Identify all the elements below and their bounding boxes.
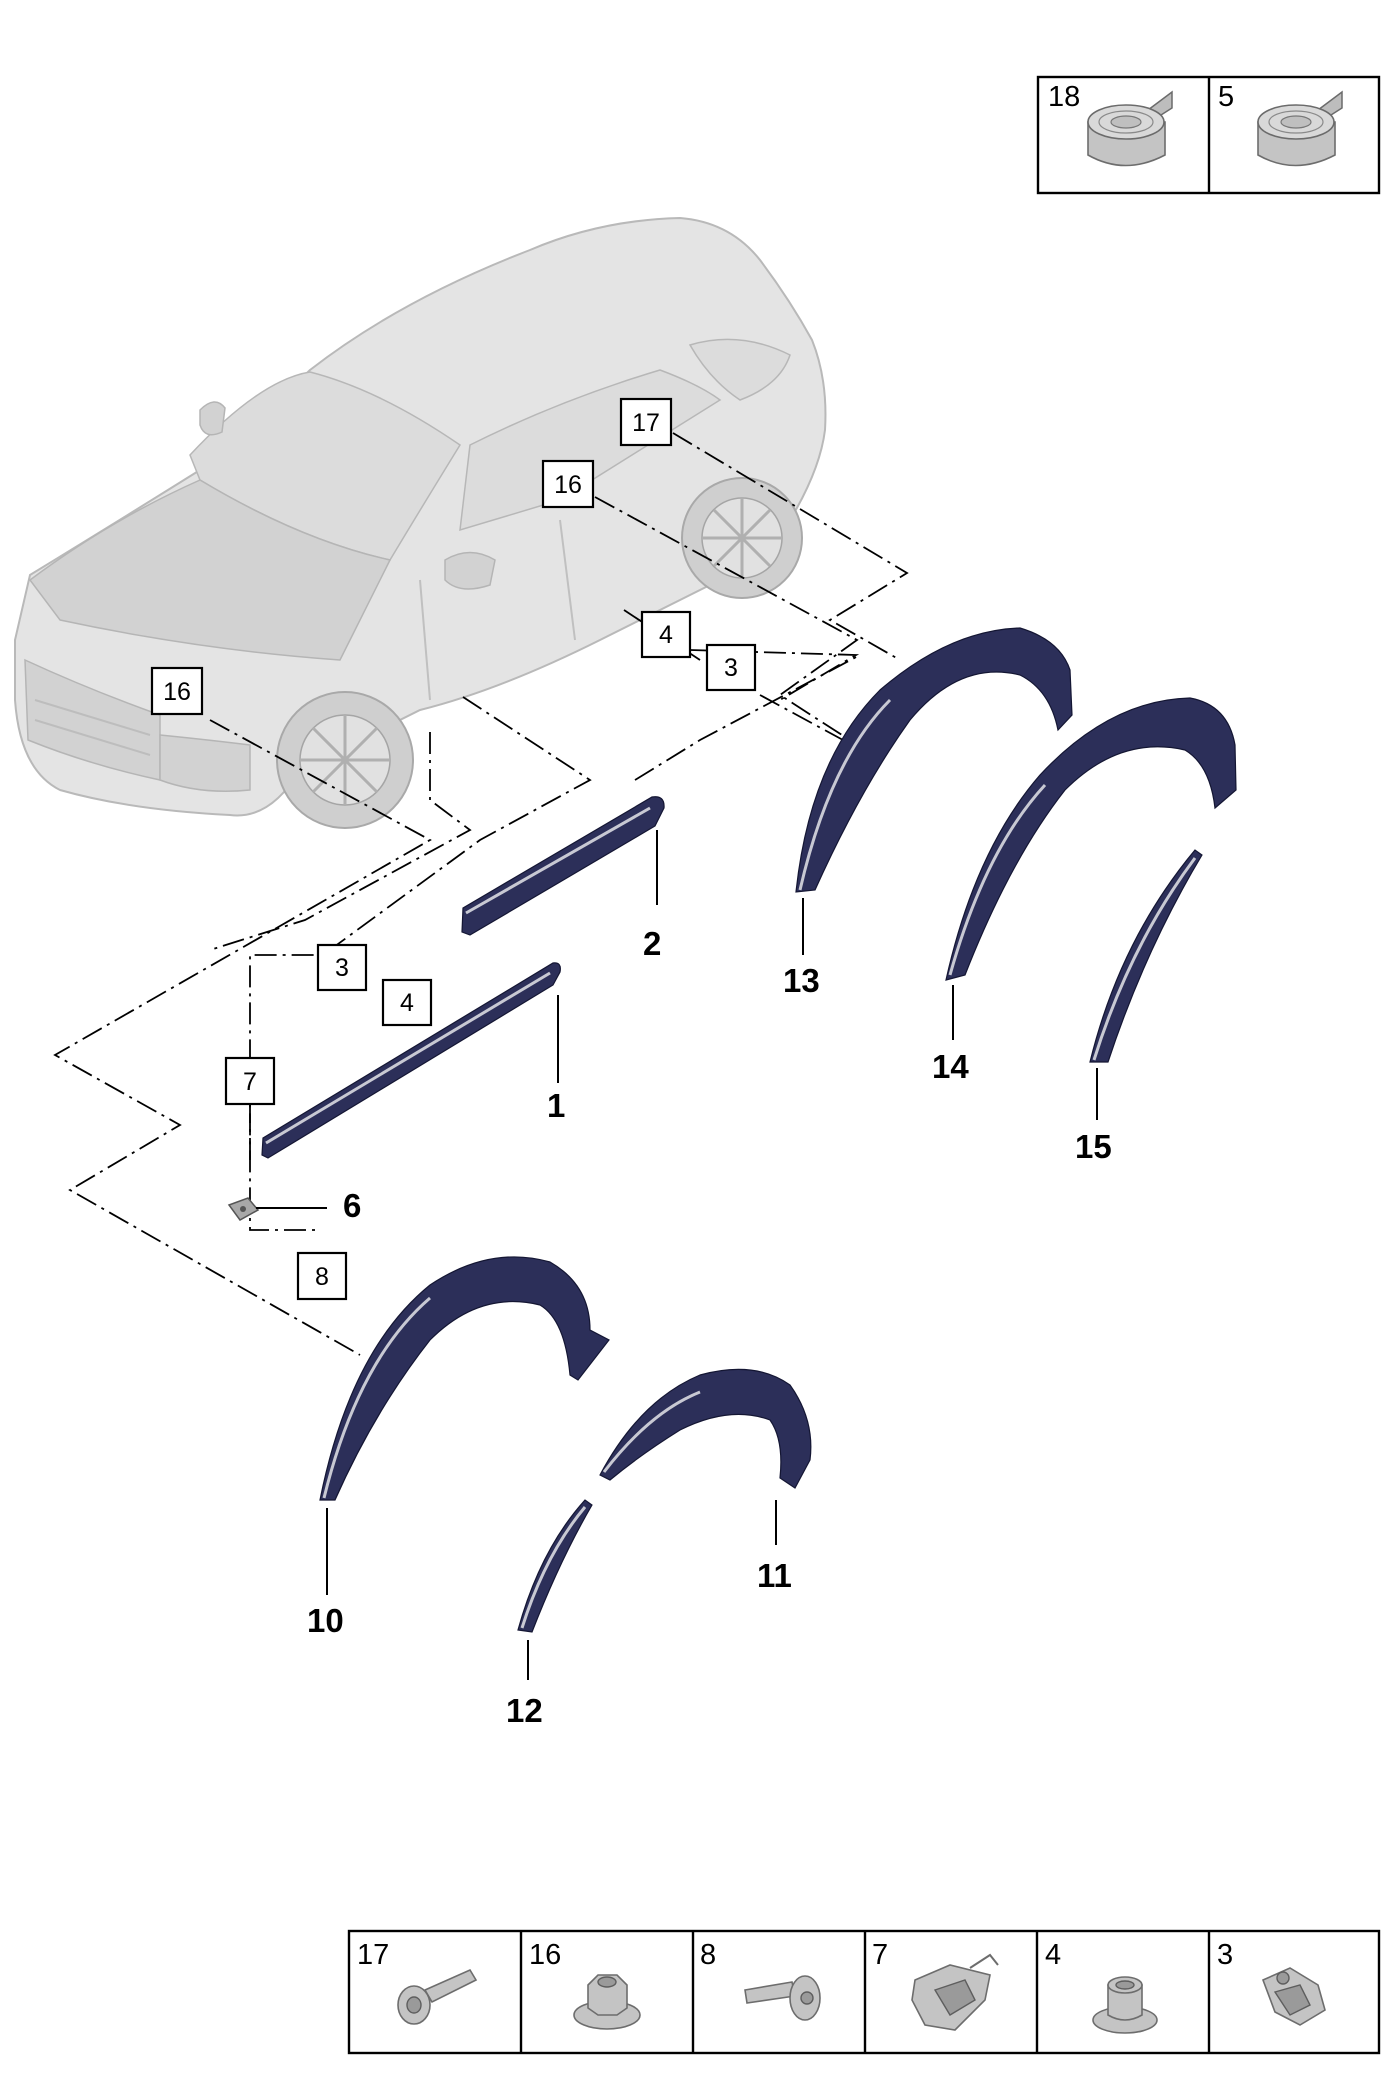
callout-part-2: 2 — [643, 925, 661, 962]
ref-box-16-rear[interactable]: 16 — [541, 459, 595, 509]
svg-text:4: 4 — [400, 989, 414, 1017]
ref-box-4-upper[interactable]: 4 — [640, 610, 692, 659]
svg-text:3: 3 — [335, 954, 349, 982]
callout-labels: 2 1 6 13 14 15 10 11 12 — [307, 925, 1112, 1729]
expanding-rivet-icon — [1261, 1967, 1326, 2026]
adhesive-tape-roll-icon — [1087, 90, 1173, 167]
ref-box-17[interactable]: 17 — [619, 397, 673, 447]
callout-part-10: 10 — [307, 1602, 344, 1639]
callout-part-15: 15 — [1075, 1128, 1112, 1165]
vehicle-illustration — [14, 216, 827, 829]
adhesive-tape-roll-icon — [1257, 90, 1343, 167]
spreader-sleeve-icon — [1092, 1976, 1158, 2034]
part-13-wheel-arch-trim-rear-left[interactable] — [795, 627, 1073, 893]
svg-text:7: 7 — [243, 1068, 257, 1096]
callout-part-12: 12 — [506, 1692, 543, 1729]
ref-box-3-upper[interactable]: 3 — [705, 643, 757, 692]
top-tray: 18 5 — [1036, 75, 1381, 195]
svg-text:8: 8 — [315, 1263, 329, 1291]
ref-box-16-front[interactable]: 16 — [150, 666, 204, 716]
tray-cell-8[interactable]: 8 — [700, 1939, 821, 2021]
tray-cell-7[interactable]: 7 — [872, 1939, 999, 2031]
tray-number: 5 — [1218, 81, 1234, 113]
ref-box-7[interactable]: 7 — [224, 1056, 276, 1106]
svg-text:4: 4 — [659, 621, 673, 649]
tray-cell-3[interactable]: 3 — [1217, 1939, 1326, 2026]
svg-text:17: 17 — [632, 409, 660, 437]
svg-text:17: 17 — [357, 1939, 389, 1971]
part-15-wheel-arch-extension[interactable] — [1089, 849, 1203, 1063]
part-1-door-sill-trim-lower[interactable] — [261, 962, 561, 1159]
tray-cell-18[interactable]: 18 — [1048, 81, 1173, 167]
leader-lines — [256, 830, 1098, 1680]
svg-text:16: 16 — [529, 1939, 561, 1971]
part-14-wheel-arch-trim-front-left[interactable] — [945, 697, 1237, 981]
flange-nut-icon — [573, 1974, 641, 2030]
part-2-door-sill-trim-upper[interactable] — [461, 796, 665, 936]
svg-text:16: 16 — [163, 678, 191, 706]
callout-part-13: 13 — [783, 962, 820, 999]
ref-box-8[interactable]: 8 — [296, 1251, 348, 1301]
tray-cell-17[interactable]: 17 — [357, 1939, 478, 2025]
part-11-wheel-arch-trim-rear-right[interactable] — [599, 1368, 812, 1489]
clip-nut-icon — [911, 1953, 999, 2031]
callout-part-6: 6 — [343, 1187, 361, 1224]
bolt-icon — [397, 1968, 478, 2025]
svg-text:4: 4 — [1045, 1939, 1061, 1971]
callout-part-11: 11 — [757, 1557, 792, 1594]
bottom-tray: 17 16 8 7 — [347, 1929, 1381, 2055]
ref-box-4-lower[interactable]: 4 — [381, 978, 433, 1027]
boxed-references: 17 16 16 4 3 3 4 7 — [150, 397, 757, 1301]
tray-cell-16[interactable]: 16 — [529, 1939, 641, 2030]
callout-part-14: 14 — [932, 1048, 969, 1085]
ref-box-3-lower[interactable]: 3 — [316, 943, 368, 992]
callout-part-1: 1 — [547, 1087, 565, 1124]
svg-text:16: 16 — [554, 471, 582, 499]
svg-text:3: 3 — [724, 654, 738, 682]
part-6-clip[interactable] — [227, 1197, 260, 1221]
connector-lines — [53, 432, 909, 1356]
tray-cell-4[interactable]: 4 — [1045, 1939, 1158, 2034]
svg-text:8: 8 — [700, 1939, 716, 1971]
tray-cell-5[interactable]: 5 — [1218, 81, 1343, 167]
screw-icon — [744, 1975, 821, 2021]
part-10-wheel-arch-trim-front-right[interactable] — [319, 1256, 610, 1501]
part-12-wheel-arch-extension[interactable] — [517, 1499, 593, 1633]
svg-text:3: 3 — [1217, 1939, 1233, 1971]
tray-number: 18 — [1048, 81, 1080, 113]
svg-text:7: 7 — [872, 1939, 888, 1971]
